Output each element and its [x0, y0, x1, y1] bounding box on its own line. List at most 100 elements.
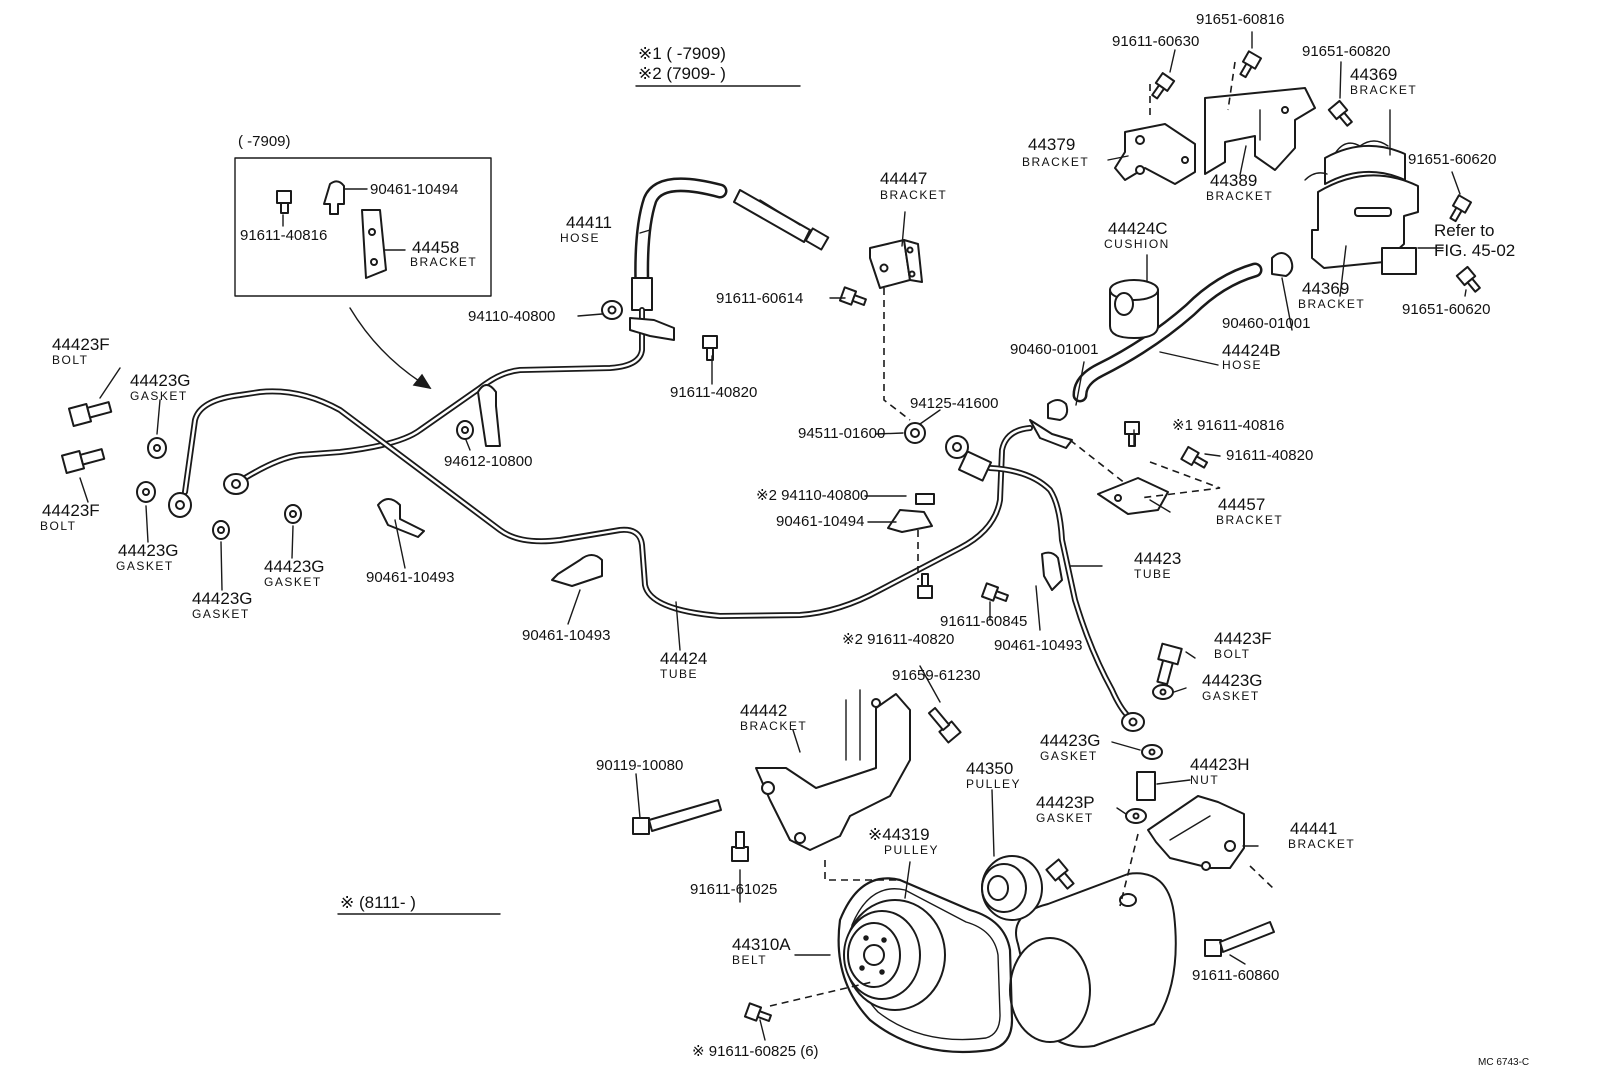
reservoir-tag-icon — [1381, 247, 1417, 275]
label-44423h-name: NUT — [1190, 773, 1219, 787]
banjo-fitting-left-icon — [223, 473, 249, 495]
long-bolt-90119-10080-icon — [632, 799, 722, 835]
label-44423g-f: 44423G — [1040, 731, 1101, 750]
label-44424b: 44424B — [1222, 341, 1281, 360]
inset-date-note: ( -7909) — [238, 133, 291, 150]
label-44442: 44442 — [740, 701, 787, 720]
dashed-guides — [769, 288, 1276, 1007]
label-44423h: 44423H — [1190, 755, 1250, 774]
label-94612-10800: 94612-10800 — [444, 453, 532, 470]
label-refer-to: Refer to — [1434, 221, 1494, 240]
label-91611-40820-right: 91611-40820 — [1226, 447, 1313, 464]
label-44423g-c-name: GASKET — [192, 607, 250, 621]
pulley-44350-icon — [981, 855, 1075, 921]
label-90461-10493-mid: 90461-10493 — [522, 627, 610, 644]
label-44423g-c: 44423G — [192, 589, 253, 608]
label-44423f-right-name: BOLT — [1214, 647, 1250, 661]
label-91659-61230: 91659-61230 — [892, 667, 980, 684]
label-44411: 44411 — [566, 213, 612, 232]
bracket-44442-icon — [755, 689, 911, 851]
bolt-icons — [702, 50, 1481, 1022]
label-90461-10494-mid: 90461-10494 — [776, 513, 864, 530]
label-44423-name: TUBE — [1134, 567, 1172, 581]
hose-clip-upper-icon — [1271, 252, 1294, 277]
belt-44310a-icon — [837, 877, 1014, 1054]
label-91611-40820-upper: 91611-40820 — [670, 384, 757, 401]
label-44423g-f-name: GASKET — [1040, 749, 1098, 763]
tube-line-upper — [242, 307, 645, 481]
label-90461-10493-right: 90461-10493 — [994, 637, 1082, 654]
inset-arrow — [349, 307, 431, 389]
leader-lines — [79, 31, 1467, 1041]
label-44424c: 44424C — [1108, 219, 1168, 238]
label-44423f-top: 44423F — [52, 335, 110, 354]
label-44441-name: BRACKET — [1288, 837, 1355, 851]
label-94110-40800: 94110-40800 — [468, 308, 555, 325]
label-91611-40820-star2: ※2 91611-40820 — [842, 631, 954, 648]
label-90119-10080: 90119-10080 — [596, 757, 683, 774]
label-44423p-name: GASKET — [1036, 811, 1094, 825]
note-star-date: ※ (8111- ) — [340, 893, 416, 912]
label-94511-01600: 94511-01600 — [798, 425, 885, 442]
label-44319-name: PULLEY — [884, 843, 939, 857]
label-44447: 44447 — [880, 169, 927, 188]
label-44379-name: BRACKET — [1022, 155, 1089, 169]
label-44423f-top-name: BOLT — [52, 353, 88, 367]
label-91651-60620-bottom: 91651-60620 — [1402, 301, 1490, 318]
label-91651-60620-top: 91651-60620 — [1408, 151, 1496, 168]
label-44411-name: HOSE — [560, 231, 600, 245]
hose-44424b — [1072, 262, 1263, 403]
bracket-44379-icon — [1114, 123, 1196, 185]
hose-clip-lower-icon — [1047, 399, 1069, 421]
label-91611-60614: 91611-60614 — [716, 290, 803, 307]
reservoir-band-44369-icon — [1304, 140, 1419, 275]
bracket-44457-icon — [1097, 477, 1169, 515]
long-bolt-91611-60860-icon — [1204, 921, 1275, 957]
label-91611-60630: 91611-60630 — [1112, 33, 1199, 50]
label-90460-01001-left: 90460-01001 — [1010, 341, 1098, 358]
hose-clamp-icon — [629, 317, 675, 341]
label-90461-10493-left: 90461-10493 — [366, 569, 454, 586]
nut-44423h-icon — [1136, 771, 1156, 801]
label-44424c-name: CUSHION — [1104, 237, 1170, 251]
banjo-bolt-icons — [60, 401, 1183, 686]
label-44457-name: BRACKET — [1216, 513, 1283, 527]
nut-icons — [601, 300, 1156, 801]
label-44389: 44389 — [1210, 171, 1257, 190]
bracket-44389-icon — [1204, 87, 1316, 175]
bolt-icon — [276, 190, 292, 214]
tube-clamp-icons — [377, 384, 1063, 591]
label-44423p: 44423P — [1036, 793, 1095, 812]
banjo-fitting-lower-left-icon — [168, 492, 192, 518]
label-91611-60860: 91611-60860 — [1192, 967, 1279, 984]
label-94125-41600: 94125-41600 — [910, 395, 998, 412]
label-91611-40816: 91611-40816 — [240, 227, 327, 244]
label-44423f-right: 44423F — [1214, 629, 1272, 648]
label-44310a-name: BELT — [732, 953, 767, 967]
label-44423g-e: 44423G — [1202, 671, 1263, 690]
tube-44423 — [987, 465, 1131, 719]
label-44350: 44350 — [966, 759, 1013, 778]
label-44424b-name: HOSE — [1222, 358, 1262, 372]
label-44423f-bottom-name: BOLT — [40, 519, 76, 533]
label-44423g-a-name: GASKET — [130, 389, 188, 403]
cushion-44424c-icon — [1109, 279, 1159, 339]
label-44458-name: BRACKET — [410, 255, 477, 269]
tube-clamp-icon — [1029, 419, 1073, 449]
label-44369-bottom: 44369 — [1302, 279, 1349, 298]
label-44369-bottom-name: BRACKET — [1298, 297, 1365, 311]
label-44423g-b: 44423G — [118, 541, 179, 560]
label-91611-60825: ※ 91611-60825 (6) — [692, 1043, 819, 1060]
label-44424-name: TUBE — [660, 667, 698, 681]
label-44423g-e-name: GASKET — [1202, 689, 1260, 703]
label-44369-top-name: BRACKET — [1350, 83, 1417, 97]
label-91651-60820: 91651-60820 — [1302, 43, 1390, 60]
label-44379: 44379 — [1028, 135, 1075, 154]
label-44447-name: BRACKET — [880, 188, 947, 202]
label-44442-name: BRACKET — [740, 719, 807, 733]
part-labels: 91651-60816 91611-60630 91651-60820 4436… — [40, 11, 1515, 1060]
label-44350-name: PULLEY — [966, 777, 1021, 791]
tube-nut-icon — [957, 450, 993, 482]
label-44457: 44457 — [1218, 495, 1265, 514]
